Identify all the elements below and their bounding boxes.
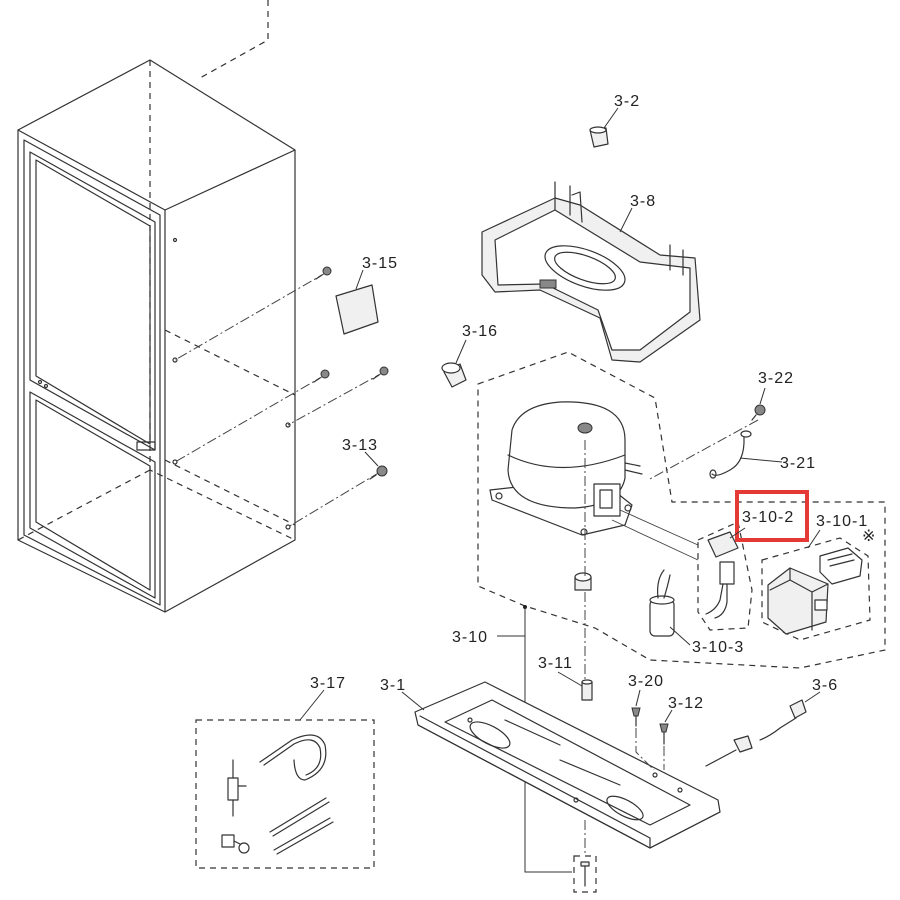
leader-3-10-3 (669, 626, 691, 646)
leader-3-15 (355, 269, 364, 290)
label-3-13: 3-13 (342, 437, 378, 454)
leader-3-13 (364, 451, 379, 467)
compressor (489, 401, 643, 536)
wire-3-21 (709, 430, 752, 479)
leader-3-16 (455, 339, 467, 364)
label-3-8: 3-8 (630, 193, 656, 210)
label-3-10-3: 3-10-3 (692, 639, 744, 656)
relay-connector-3-10-2 (705, 531, 739, 619)
label-3-6: 3-6 (812, 677, 838, 694)
label-3-1: 3-1 (380, 677, 406, 694)
label-3-10-1: 3-10-1 (816, 513, 868, 530)
leader-3-10-1 (807, 529, 821, 549)
label-3-21: 3-21 (780, 455, 816, 472)
screw-3-13 (369, 465, 388, 480)
cap-3-2 (589, 126, 609, 148)
leader-3-10-2 (729, 527, 746, 539)
compressor-assembly-boundary-3-10 (477, 351, 886, 669)
leader-3-22 (759, 387, 766, 405)
relay-lead-line (611, 509, 699, 561)
capacitor-3-10-3 (649, 569, 675, 637)
leader-3-8 (619, 207, 633, 233)
label-3-11: 3-11 (538, 655, 573, 672)
base-plate-3-1 (414, 681, 721, 849)
screw-guide-line (174, 374, 326, 463)
screw (315, 266, 332, 280)
relay-box-boundary (761, 537, 871, 641)
label-3-10-2: 3-10-2 (742, 509, 794, 526)
sensor-3-6 (705, 699, 807, 767)
bolt (573, 855, 597, 893)
label-3-10: 3-10 (452, 629, 488, 646)
label-3-20: 3-20 (628, 673, 664, 690)
screw-guide-line (635, 728, 655, 771)
refrigerator-cabinet (17, 59, 296, 613)
relay-group-boundary (697, 521, 753, 631)
leader-3-12 (664, 709, 673, 723)
leader-3-1 (401, 691, 425, 711)
machine-tray-3-8 (481, 181, 701, 363)
screw-3-20 (631, 707, 641, 727)
screw (313, 369, 330, 383)
rubber-cap-3-16 (441, 362, 467, 388)
screw (372, 366, 389, 380)
screw-3-22 (751, 404, 766, 421)
leader-3-21 (739, 457, 783, 463)
highlight-box-3-10-2 (735, 490, 809, 542)
accessory-kit-3-17 (221, 734, 334, 855)
leader-dot (523, 605, 527, 609)
screw-guide-line (174, 271, 328, 361)
screw-3-12 (659, 723, 669, 745)
note-mark: ※ (862, 528, 876, 545)
accessory-kit-boundary-3-17 (195, 719, 375, 869)
leader-3-20 (635, 689, 641, 707)
top-connector-line (199, 0, 269, 79)
leader-3-6 (804, 691, 821, 703)
grommet (574, 572, 592, 591)
leader-3-11 (557, 671, 583, 687)
label-3-16: 3-16 (462, 323, 498, 340)
wire-guide-line (647, 419, 759, 481)
label-3-2: 3-2 (614, 93, 640, 110)
label-3-15: 3-15 (362, 255, 398, 272)
relay-3-10-1 (767, 547, 863, 635)
bracket-3-10 (524, 606, 572, 873)
leader-3-2 (603, 107, 619, 129)
leader-3-17 (299, 689, 325, 721)
spacer-3-11 (581, 679, 593, 701)
label-3-17: 3-17 (310, 675, 346, 692)
label-3-12: 3-12 (668, 695, 704, 712)
label-3-22: 3-22 (758, 370, 794, 387)
cover-plate-3-15 (335, 284, 379, 335)
screw-guide-line (287, 371, 385, 426)
screw-guide-line (287, 471, 381, 528)
